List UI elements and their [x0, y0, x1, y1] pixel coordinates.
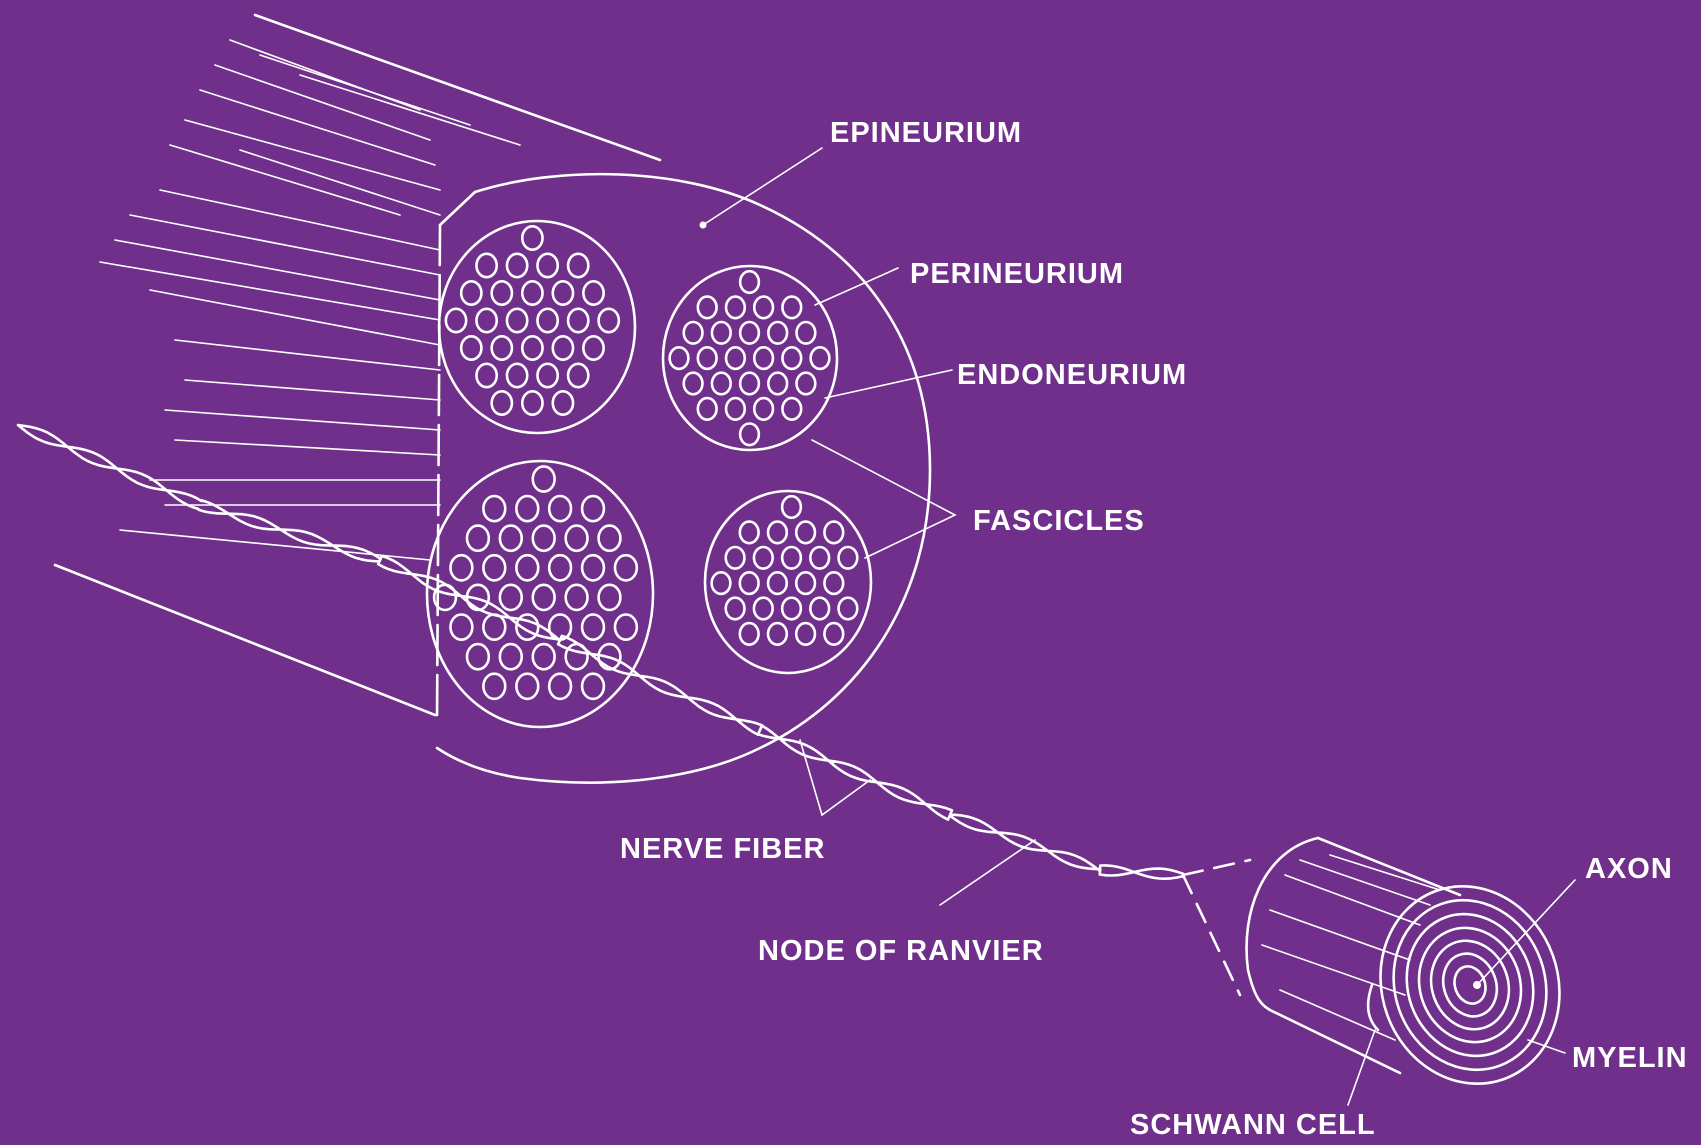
label-axon: AXON — [1585, 853, 1673, 885]
label-endoneurium: ENDONEURIUM — [957, 359, 1187, 391]
label-nerve-fiber: NERVE FIBER — [620, 833, 825, 865]
label-fascicles: FASCICLES — [973, 505, 1145, 537]
label-node-of-ranvier: NODE OF RANVIER — [758, 935, 1044, 967]
label-epineurium: EPINEURIUM — [830, 117, 1022, 149]
label-perineurium: PERINEURIUM — [910, 258, 1124, 290]
label-schwann-cell: SCHWANN CELL — [1130, 1109, 1376, 1141]
label-myelin: MYELIN — [1572, 1042, 1688, 1074]
